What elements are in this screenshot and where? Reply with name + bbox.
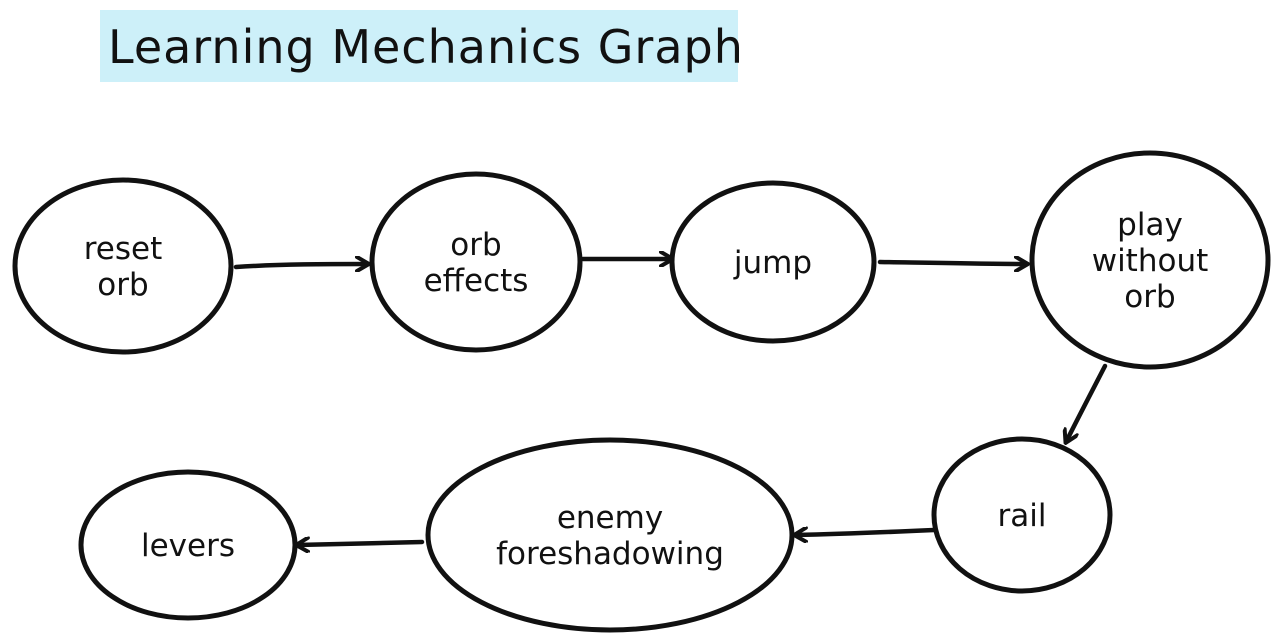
node-ellipse (1029, 150, 1271, 370)
node-ellipse (12, 177, 234, 355)
node-label: orb (450, 227, 501, 263)
edge-jump-to-play-without-orb (877, 262, 1027, 264)
node-jump: jump (669, 180, 877, 344)
edge-play-without-orb-to-rail (1066, 363, 1108, 442)
node-label: foreshadowing (496, 536, 724, 572)
node-label: enemy (557, 500, 663, 536)
title-highlight (100, 10, 738, 82)
node-ellipse (931, 436, 1113, 594)
node-label: reset (84, 231, 163, 267)
node-ellipse (78, 469, 298, 621)
node-label: play (1117, 207, 1183, 243)
node-label: rail (998, 498, 1047, 534)
node-levers: levers (78, 469, 298, 621)
node-ellipse (669, 180, 877, 344)
edges-layer (233, 259, 1108, 545)
edge-rail-to-enemy-foreshadowing (795, 530, 937, 535)
node-label: orb (97, 267, 148, 303)
edge-enemy-foreshadowing-to-levers (297, 542, 425, 545)
node-label: orb (1124, 279, 1175, 315)
node-label: effects (424, 263, 529, 299)
node-ellipse (369, 171, 583, 353)
node-ellipse (425, 437, 795, 633)
node-rail: rail (931, 436, 1113, 594)
node-label: levers (141, 528, 235, 564)
node-label: without (1092, 243, 1209, 279)
edge-reset-orb-to-orb-effects (233, 264, 368, 267)
diagram-title: Learning Mechanics Graph (108, 20, 744, 74)
node-label: jump (733, 245, 812, 281)
